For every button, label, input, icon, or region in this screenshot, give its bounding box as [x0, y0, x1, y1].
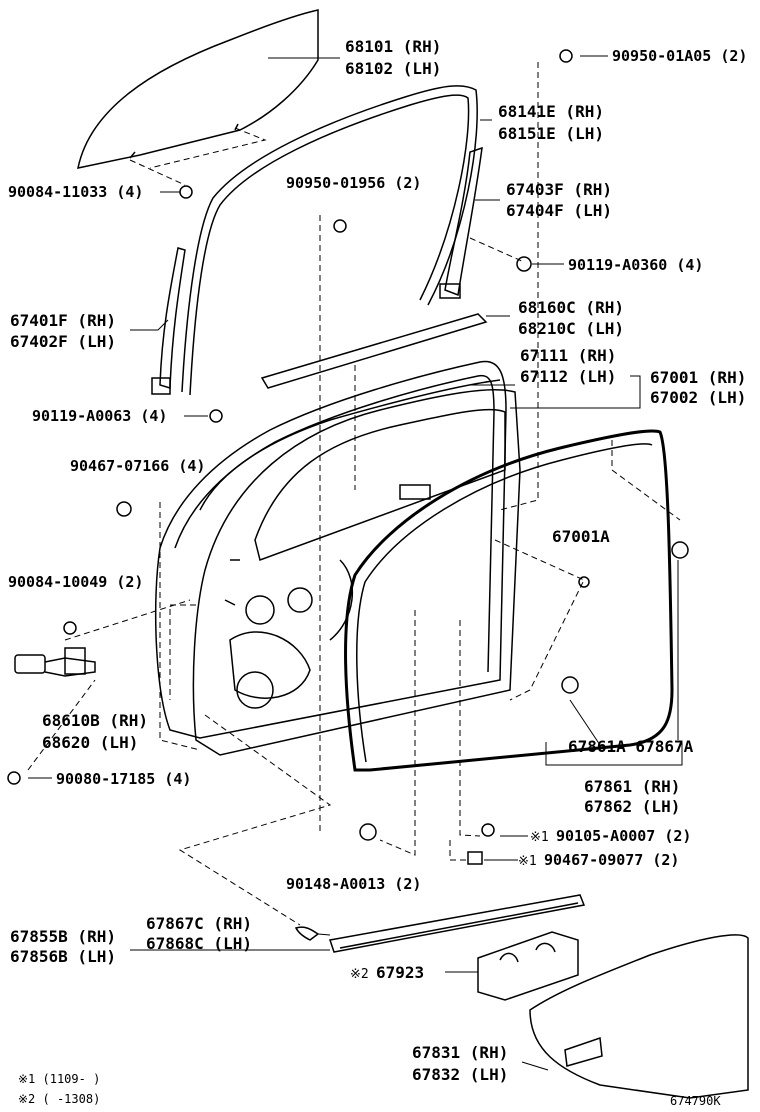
svg-text:67403F (RH): 67403F (RH) [506, 180, 612, 199]
armrest-part [477, 931, 579, 1001]
label-weatherstrip-rh: 67861 (RH) [584, 777, 680, 796]
label-bolt-top: 90950-01A05 (2) [612, 47, 747, 65]
svg-text:67867C (RH): 67867C (RH) [146, 914, 252, 933]
label-panel-lh: 67112 (LH) [520, 367, 616, 386]
label-run-lh: 68151E (LH) [498, 124, 604, 143]
svg-text:68141E (RH): 68141E (RH) [498, 102, 604, 121]
label-check-lh: 68620 (LH) [42, 733, 138, 752]
label-front-sash-lh: 67402F (LH) [10, 332, 116, 351]
door-inner-frame [192, 389, 521, 756]
svg-text:67404F (LH): 67404F (LH) [506, 201, 612, 220]
label-lower-moulding-lh: 67856B (LH) [10, 947, 116, 966]
label-door-lh: 67002 (LH) [650, 388, 746, 407]
label-rear-sash-rh: 67403F (RH) [506, 180, 612, 199]
svg-text:67831 (RH): 67831 (RH) [412, 1043, 508, 1062]
footnote-2: ※2 ( -1308) [18, 1092, 100, 1106]
label-screw-front: 90119-A0063 (4) [32, 407, 167, 425]
label-armrest: 67923 [376, 963, 424, 982]
label-lower-moulding-rh: 67855B (RH) [10, 927, 116, 946]
door-glass [77, 9, 319, 169]
svg-text:67002 (LH): 67002 (LH) [650, 388, 746, 407]
trim-board-part [529, 934, 749, 1099]
label-glass-lh: 68102 (LH) [345, 59, 441, 78]
glass-run-channel [181, 85, 478, 396]
label-belt-lh: 68210C (LH) [518, 319, 624, 338]
door-weatherstrip [344, 429, 674, 772]
door-check-part [14, 647, 96, 677]
svg-text:68160C (RH): 68160C (RH) [518, 298, 624, 317]
diagram-reference: 674790K [670, 1094, 721, 1108]
svg-text:67111 (RH): 67111 (RH) [520, 346, 616, 365]
label-nut-lower: 90148-A0013 (2) [286, 875, 421, 893]
front-lower-sash [151, 247, 186, 395]
label-check-rh: 68610B (RH) [42, 711, 148, 730]
label-bolt-check: 90084-10049 (2) [8, 573, 143, 591]
label-panel-rh: 67111 (RH) [520, 346, 616, 365]
svg-text:67861 (RH): 67861 (RH) [584, 777, 680, 796]
footnote-1: ※1 (1109- ) [18, 1072, 100, 1086]
svg-text:68210C (LH): 68210C (LH) [518, 319, 624, 338]
label-screw-note1: 90105-A0007 (2) [556, 827, 691, 845]
label-bolt-hinge: 90080-17185 (4) [56, 770, 191, 788]
belt-moulding-part [260, 313, 488, 389]
label-protector-lh: 67868C (LH) [146, 934, 252, 953]
label-plug: 67001A [552, 527, 610, 546]
label-clips-ws: 67861A 67867A [568, 737, 694, 756]
dashed-lines [27, 62, 681, 926]
rear-lower-sash [439, 146, 483, 299]
svg-text:67855B (RH): 67855B (RH) [10, 927, 116, 946]
leader-lines [28, 55, 683, 1071]
label-grommet: 90950-01956 (2) [286, 174, 421, 192]
svg-text:67868C (LH): 67868C (LH) [146, 934, 252, 953]
part-labels: 68101 (RH) 68102 (LH) 68141E (RH) 68151E… [8, 37, 747, 1108]
label-bolt-glass: 90084-11033 (4) [8, 183, 143, 201]
svg-text:67402F (LH): 67402F (LH) [10, 332, 116, 351]
label-belt-rh: 68160C (RH) [518, 298, 624, 317]
label-trim-rh: 67831 (RH) [412, 1043, 508, 1062]
svg-text:67001 (RH): 67001 (RH) [650, 368, 746, 387]
label-screw-rear: 90119-A0360 (4) [568, 256, 703, 274]
label-clip-upper: 90467-07166 (4) [70, 457, 205, 475]
note2-mark-armrest: ※2 [350, 967, 369, 982]
svg-text:67856B (LH): 67856B (LH) [10, 947, 116, 966]
label-clip-note1: 90467-09077 (2) [544, 851, 679, 869]
svg-text:67832 (LH): 67832 (LH) [412, 1065, 508, 1084]
lower-moulding-part [329, 894, 586, 953]
svg-text:68151E (LH): 68151E (LH) [498, 124, 604, 143]
label-trim-lh: 67832 (LH) [412, 1065, 508, 1084]
svg-text:68610B (RH): 68610B (RH) [42, 711, 148, 730]
label-run-rh: 68141E (RH) [498, 102, 604, 121]
note1-mark-screw: ※1 [530, 830, 549, 845]
svg-text:67401F (RH): 67401F (RH) [10, 311, 116, 330]
label-glass-rh: 68101 (RH) [345, 37, 441, 56]
label-front-sash-rh: 67401F (RH) [10, 311, 116, 330]
svg-text:67862 (LH): 67862 (LH) [584, 797, 680, 816]
svg-text:68101 (RH): 68101 (RH) [345, 37, 441, 56]
label-rear-sash-lh: 67404F (LH) [506, 201, 612, 220]
svg-text:68102 (LH): 68102 (LH) [345, 59, 441, 78]
note1-mark-clip: ※1 [518, 854, 537, 869]
svg-text:67112 (LH): 67112 (LH) [520, 367, 616, 386]
door-panel-outer [154, 360, 507, 739]
label-door-rh: 67001 (RH) [650, 368, 746, 387]
svg-text:68620 (LH): 68620 (LH) [42, 733, 138, 752]
label-protector-rh: 67867C (RH) [146, 914, 252, 933]
label-weatherstrip-lh: 67862 (LH) [584, 797, 680, 816]
